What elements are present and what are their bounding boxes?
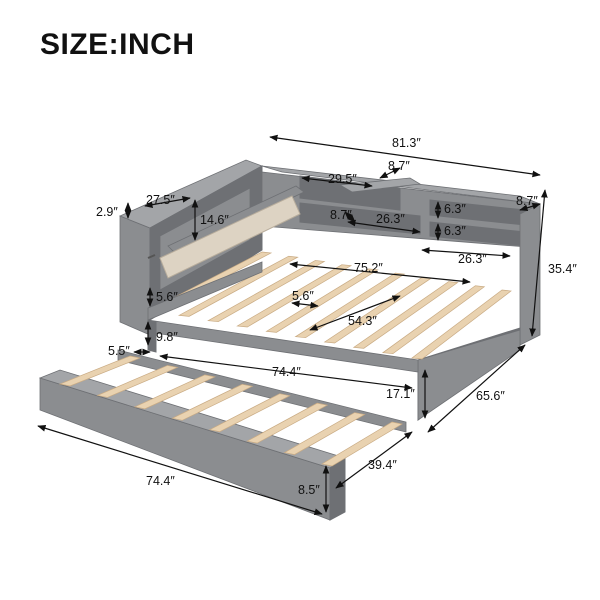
label-right-shelf: 26.3″ (458, 252, 487, 266)
label-lid-length: 27.5″ (146, 193, 175, 207)
label-clearance: 5.5″ (108, 344, 130, 358)
front-left-post (147, 319, 157, 353)
label-trundle-length: 74.4″ (146, 474, 175, 488)
lid-cushion (159, 195, 301, 279)
label-right-lower: 6.3″ (444, 224, 466, 238)
lid-strut (147, 254, 156, 259)
trundle-end (329, 457, 346, 521)
dim-line-shelf-depth (379, 167, 401, 179)
lifted-lid (147, 185, 305, 279)
label-rail-height: 5.6″ (156, 290, 178, 304)
label-trundle-height: 8.5″ (298, 483, 320, 497)
dim-line-center-shelf (301, 175, 373, 189)
label-overall-height: 35.4″ (548, 262, 577, 276)
label-slat-gap: 5.6″ (292, 289, 314, 303)
dim-line-center-lower (347, 219, 421, 235)
dim-line-slat-gap (291, 300, 319, 309)
label-shelf-top: 8.7″ (516, 194, 538, 208)
label-trundle-width: 39.4″ (368, 458, 397, 472)
label-trundle-length-top: 74.4″ (272, 365, 301, 379)
dim-line-lid-length (144, 196, 191, 208)
dim-line-right-shelf (421, 247, 511, 259)
dim-line-trundle-length (37, 425, 323, 515)
dim-line-mattress-length (289, 261, 471, 285)
shelf-board (338, 177, 422, 193)
dim-line-overall-depth (427, 344, 526, 433)
dim-line-shelf-top (519, 202, 541, 212)
mattress-slat (177, 255, 299, 317)
dim-line-shelf-inner (344, 211, 356, 223)
dimension-labels: 81.3″ 35.4″ 65.6″ 17.1″ 8.7″ 29.5″ 26.3″… (96, 136, 577, 497)
dim-line-mattress-width (309, 295, 401, 331)
left-side-panel-front (119, 215, 151, 336)
label-center-lower: 26.3″ (376, 212, 405, 226)
trundle-slat (58, 355, 142, 387)
label-right-upper: 6.3″ (444, 202, 466, 216)
label-shelf-depth: 8.7″ (388, 159, 410, 173)
dimension-lines (37, 134, 548, 515)
label-rail-drop: 9.8″ (156, 330, 178, 344)
label-overall-depth: 65.6″ (476, 389, 505, 403)
label-shelf-inner: 8.7″ (330, 208, 352, 222)
diagram-title: SIZE:INCH (40, 28, 195, 61)
dim-line-overall-height (529, 189, 548, 337)
label-mattress-width: 54.3″ (348, 314, 377, 328)
label-front-height: 17.1″ (386, 387, 415, 401)
dim-line-trundle-length-top (159, 353, 413, 391)
label-overall-length: 81.3″ (392, 136, 421, 150)
front-rail-face (147, 261, 263, 321)
label-lid-width: 14.6″ (200, 213, 229, 227)
dim-line-trundle-width (335, 431, 413, 489)
label-mattress-length: 75.2″ (354, 261, 383, 275)
mattress-slat (411, 289, 512, 360)
label-side-thickness: 2.9″ (96, 205, 118, 219)
dim-line-overall-length (269, 134, 541, 178)
label-center-shelf: 29.5″ (328, 172, 357, 186)
